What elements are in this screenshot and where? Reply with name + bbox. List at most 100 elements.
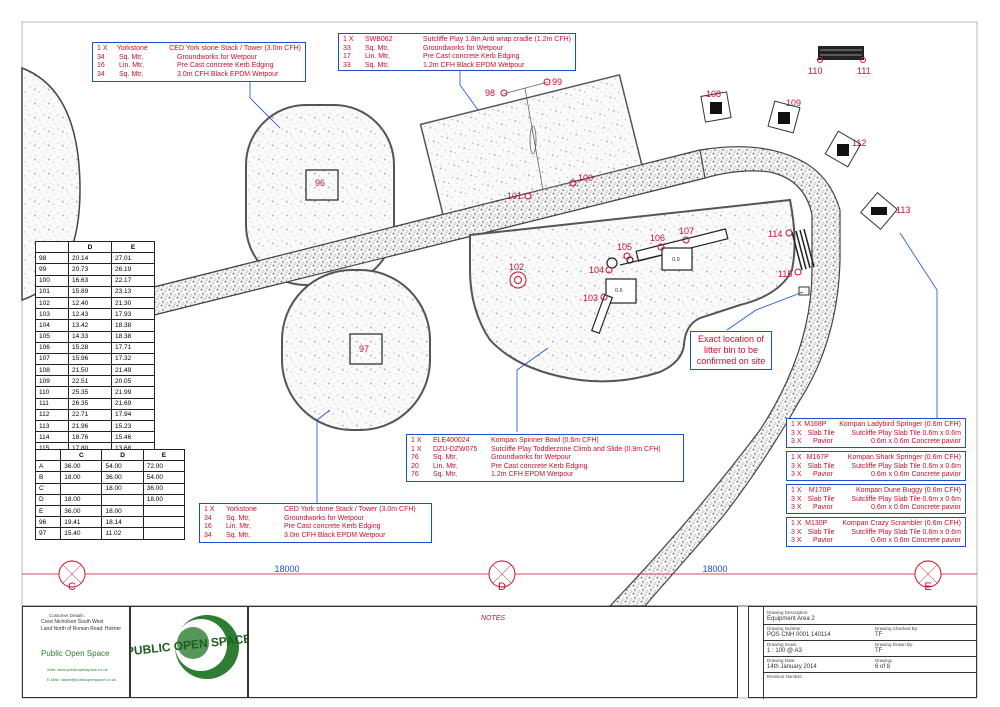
- table-header: D: [101, 448, 144, 462]
- table-cell: 111: [35, 397, 69, 410]
- note-cell: 3.0m CFH Black EPDM Wetpour: [284, 531, 386, 539]
- table-cell: [60, 482, 103, 495]
- note-cell: Lin. Mtr,: [365, 53, 390, 60]
- note-cell: 34: [97, 70, 105, 78]
- table-cell: 18.38: [110, 319, 156, 332]
- svg-text:113: 113: [896, 205, 910, 215]
- note-cell: Groundworks for Wetpour: [491, 454, 572, 461]
- marker-108: 108: [706, 89, 721, 99]
- drawn-label: Drawing Drawn By:: [875, 642, 914, 647]
- customer-site: Land North of Roman Road: Holmer: [41, 626, 122, 632]
- table-cell: 15.96: [67, 352, 112, 366]
- company-email: E-Mail: daniel@publicopenspace.co.uk: [47, 677, 116, 682]
- note-cell: Groundworks for Wetpour: [284, 514, 365, 522]
- revision-label: Revision Number:: [767, 674, 803, 679]
- table-cell: B: [34, 471, 62, 484]
- note-cell: Pre Cast concrete Kerb Edging: [423, 53, 520, 60]
- number-label: Drawing Number:: [767, 626, 803, 631]
- note-cell: M130P: [805, 520, 828, 527]
- slide-height-b: 0.6: [615, 288, 623, 294]
- note-cell: Sq. Mtr,: [365, 61, 390, 69]
- svg-text:100: 100: [578, 173, 593, 183]
- note-cell: SWB062: [364, 36, 393, 43]
- svg-text:108: 108: [706, 89, 721, 99]
- titleblock-customer: Customer Details: Crest Nicholson South …: [22, 606, 130, 698]
- customer-name: Crest Nicholson South West: [41, 619, 104, 625]
- springer-109: [767, 100, 801, 134]
- table-cell: 20.73: [67, 263, 112, 276]
- note-cell: 3 X: [791, 495, 802, 503]
- table-cell: 26.19: [110, 263, 156, 276]
- leader-lines: [249, 70, 938, 506]
- marker-106: 106: [650, 233, 665, 251]
- note-cell: 1.2m CFH EPDM Wetpour: [491, 471, 574, 478]
- note-cell: Pavior: [813, 438, 833, 445]
- note-cell: Pre Cast concrete Kerb Edging: [491, 462, 588, 470]
- scrambler-bars: [791, 228, 815, 271]
- table-cell: 21.30: [110, 296, 156, 310]
- litter-note-line-3: confirmed on site: [696, 356, 766, 366]
- table-cell: 96: [34, 516, 62, 529]
- note-cell: Sutcliffe Play 1.8m Anti wrap cradle (1.…: [422, 36, 571, 43]
- note-cell: 0.6m x 0.6m Concrete pavior: [871, 504, 961, 511]
- note-cell: 3 X: [791, 438, 802, 445]
- note-cell: Sq. Mtr,: [365, 44, 390, 52]
- table-cell: 15.23: [110, 419, 156, 433]
- table-cell: 18.00: [101, 504, 144, 518]
- table-cell: 107: [35, 352, 69, 366]
- note-cell: 1 X: [411, 445, 422, 453]
- number-value: POS CNH 0001 140114: [767, 632, 831, 638]
- marker-114: 114: [768, 229, 793, 239]
- stack-96-footprint: [305, 169, 339, 201]
- titleblock-drawing-info: Drawing Description: Equipment Area 2 Dr…: [748, 606, 977, 699]
- note-cell: 76: [411, 454, 419, 461]
- table-cell: 98: [35, 252, 69, 265]
- note-cell: 1 X: [411, 437, 422, 444]
- note-cell: Groundworks for Wetpour: [177, 53, 258, 61]
- note-cell: 33: [343, 61, 351, 69]
- note-cell: 16: [97, 62, 105, 69]
- table-cell: 20.14: [67, 252, 112, 265]
- sheet-label: Drawing:: [875, 658, 893, 663]
- grid-c-marker: C: [58, 560, 86, 593]
- toddlerzone-unit: [590, 228, 729, 334]
- table-cell: 15.28: [67, 341, 112, 354]
- table-header: C: [60, 448, 103, 462]
- slide-height-a: 0.9: [672, 257, 680, 263]
- stack-area-bottom: [281, 269, 431, 431]
- note-cell: Yorkstone: [226, 506, 257, 513]
- note-cell: 34: [97, 53, 105, 61]
- table-cell: 97: [34, 527, 62, 540]
- note-cell: 3 X: [791, 504, 802, 511]
- grid-c-label: C: [68, 581, 76, 593]
- litter-note-line-1: Exact location of: [697, 334, 765, 344]
- note-cell: 16: [204, 523, 212, 530]
- desc-value: Equipment Area 2: [767, 616, 815, 622]
- svg-text:111: 111: [857, 66, 871, 76]
- dimension-de: 18000: [702, 564, 727, 574]
- table-cell: 14.33: [67, 330, 112, 343]
- table-header: [34, 448, 62, 462]
- litter-bin: [798, 286, 810, 296]
- note-cell: 3 X: [791, 429, 802, 437]
- info-divider-2: [763, 640, 976, 641]
- checked-label: Drawing Checked By:: [875, 626, 919, 631]
- note-cell: Slab Tile: [807, 462, 835, 470]
- svg-text:104: 104: [589, 265, 604, 275]
